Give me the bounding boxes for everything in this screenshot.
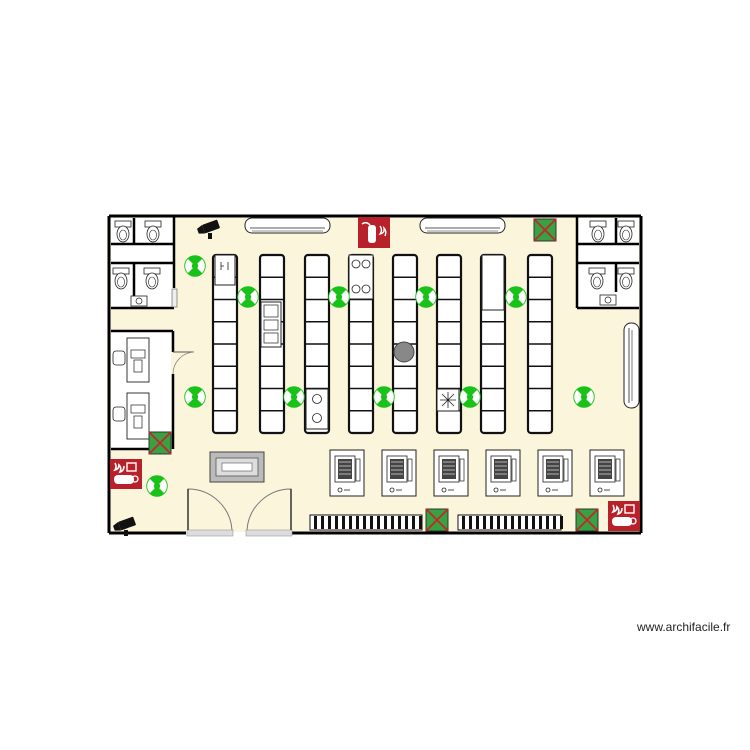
trolley-rack [457,514,563,531]
green-marker-icon [573,386,595,408]
trolley-racks [309,514,563,531]
checkout-counter-icon [589,449,625,497]
sink-icon [130,295,148,307]
desk-icon [126,337,150,383]
checkout-counter-icon [433,449,469,497]
restroom-door[interactable] [171,288,178,308]
green-marker-icon [237,286,259,308]
display-table-icon [481,254,505,311]
checkout-counter-icon [485,449,521,497]
security-gate-icon [425,508,449,532]
air-conditioner-icon [244,217,331,234]
display-table-icon [209,451,265,483]
security-gate-icon [575,508,599,532]
shelf-unit [211,253,239,435]
green-marker-icon [459,386,481,408]
freezer-icon [436,388,460,412]
credit-text: www.archifacile.fr [637,620,731,634]
entrance-doors[interactable] [186,488,293,537]
sink-icon [599,294,617,306]
fire-hose-sign-icon [607,500,641,532]
green-marker-icon [415,286,437,308]
checkout-counter-icon [381,449,417,497]
green-marker-icon [146,475,168,497]
stove-icon [305,388,329,430]
desk-icon [126,392,150,440]
checkout-counter-icon [329,449,365,497]
air-conditioner-icon [623,322,640,409]
interior-walls-right [575,217,639,310]
display-table-icon [393,341,415,363]
fire-hose-sign-icon [109,458,143,490]
outer-walls [107,214,643,535]
green-marker-icon [328,286,350,308]
office-door[interactable] [172,351,195,375]
trolley-rack [309,514,423,531]
green-marker-icon [283,386,305,408]
green-marker-icon [184,386,206,408]
chair-icon [112,350,126,366]
interior-walls-left [111,217,176,451]
stove-icon [348,254,374,300]
security-gate-icon [533,218,557,242]
security-gate-icon [148,431,172,455]
green-marker-icon [505,286,527,308]
checkout-counter-icon [537,449,573,497]
fire-extinguisher-sign-icon [358,217,390,248]
shelf-unit [526,253,554,435]
display-table-icon [214,254,236,286]
air-conditioner-icon [419,217,506,234]
sink-icon [260,301,282,348]
green-marker-icon [184,255,206,277]
green-marker-icon [373,386,395,408]
chair-icon [112,406,126,422]
